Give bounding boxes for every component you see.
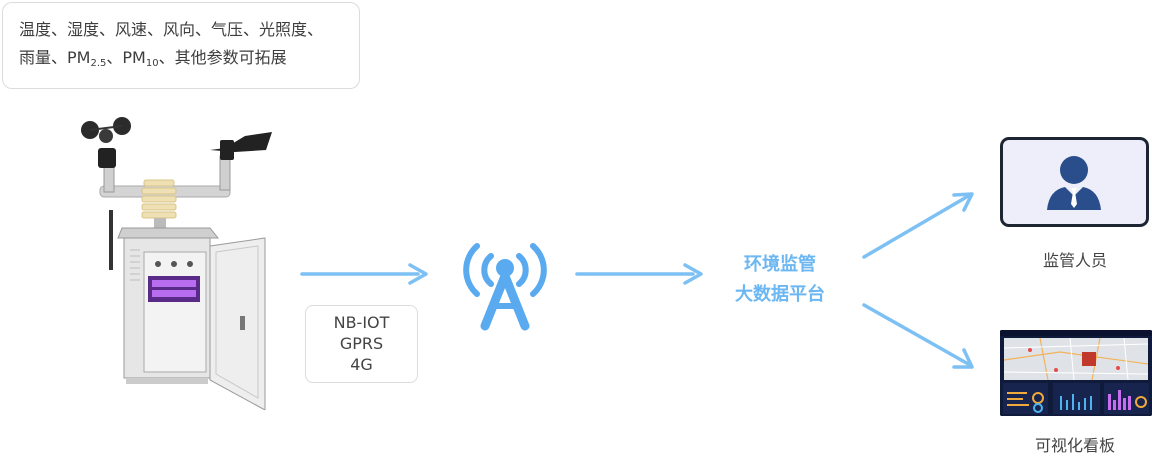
parameter-line-2: 雨量、PM2.5、PM10、其他参数可拓展 <box>19 48 287 69</box>
protocol-box: NB-IOT GPRS 4G <box>305 305 418 383</box>
dashboard-icon <box>1000 330 1152 416</box>
platform-line-1: 环境监管 <box>744 254 816 275</box>
dashboard-thumbnail <box>1000 330 1152 416</box>
protocol-nb-iot: NB-IOT <box>333 313 390 332</box>
dashboard-caption: 可视化看板 <box>1034 436 1115 455</box>
arrow-to-platform <box>575 263 703 285</box>
platform-label: 环境监管 大数据平台 <box>700 250 860 310</box>
signal-tower-icon <box>463 243 547 331</box>
arrow-to-dashboard <box>862 303 972 367</box>
protocol-4g: 4G <box>350 355 373 374</box>
parameter-line-1: 温度、湿度、风速、风向、气压、光照度、 <box>19 20 324 39</box>
arrow-to-user <box>862 193 972 259</box>
user-icon <box>1047 156 1101 210</box>
protocol-gprs: GPRS <box>339 334 384 353</box>
parameter-box: 温度、湿度、风速、风向、气压、光照度、 雨量、PM2.5、PM10、其他参数可拓… <box>2 2 360 89</box>
platform-line-2: 大数据平台 <box>735 284 825 305</box>
user-caption: 监管人员 <box>1042 251 1107 270</box>
user-card <box>1000 137 1149 227</box>
arrow-to-tower <box>300 263 428 285</box>
arrows-to-outputs <box>862 192 974 369</box>
weather-station-icon <box>81 117 272 410</box>
